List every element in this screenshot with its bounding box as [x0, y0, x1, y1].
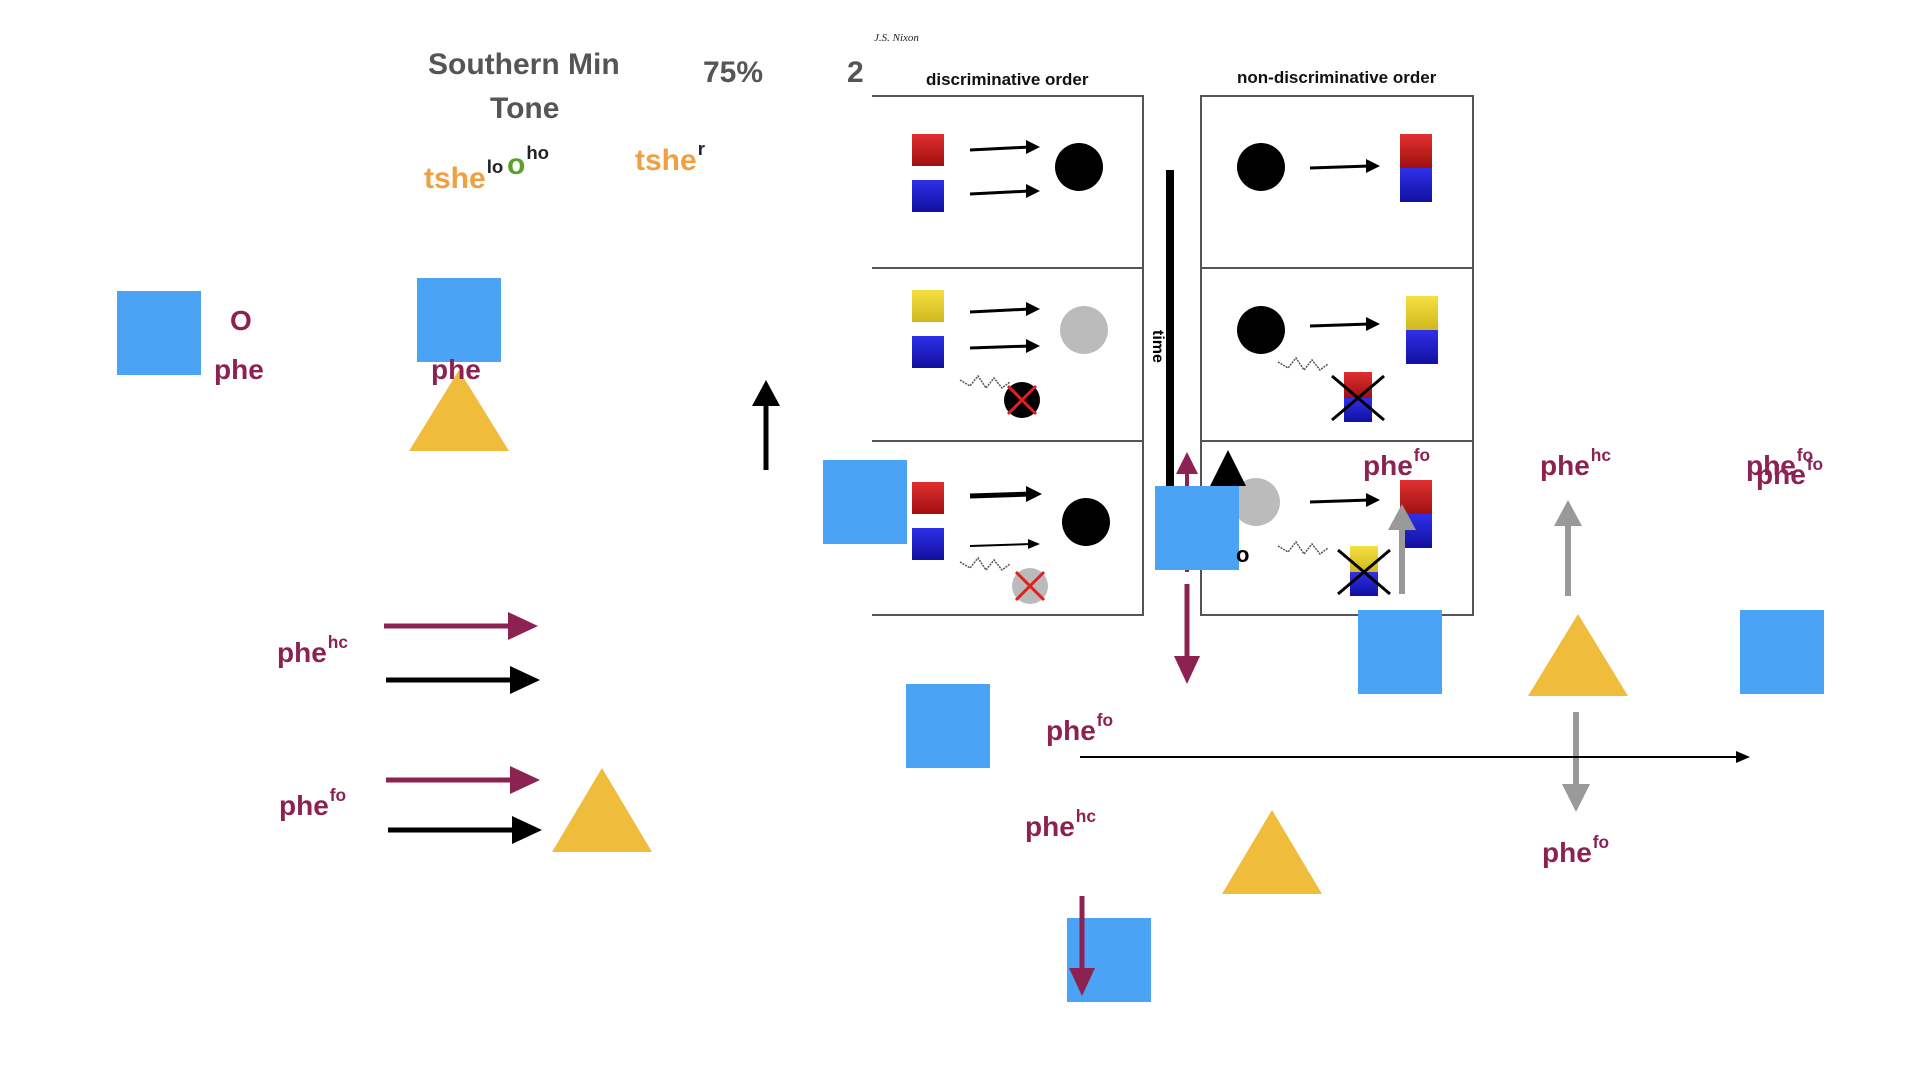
timeline-arrow — [1080, 751, 1750, 763]
phe-fo-far-a-sup: fo — [1796, 445, 1814, 465]
arrow-purple-2 — [386, 766, 540, 794]
phe-fo-far-b: phefo — [1756, 454, 1823, 491]
triangle-3 — [1528, 614, 1628, 696]
down-arrow-purple — [1174, 584, 1200, 684]
cue-square-3 — [823, 460, 907, 544]
phe-fo-far-a: phefo — [1746, 445, 1813, 482]
arrow-black-1 — [386, 666, 540, 694]
phe-fo-far-a-base: phe — [1746, 449, 1796, 481]
up-arrow-black-small — [1210, 450, 1246, 486]
cue-square-1 — [117, 291, 201, 375]
phe-fo-left-base: phe — [279, 789, 329, 821]
tshe-r-base: tshe — [635, 143, 697, 177]
phe-hc-right: phehc — [1540, 445, 1611, 482]
tshe-base: tshe — [424, 161, 486, 195]
percent-label: 75% — [703, 56, 764, 89]
phe-label-2: phe — [431, 354, 481, 385]
phe-hc-mid-base: phe — [1025, 810, 1075, 842]
down-arrow-grey — [1562, 712, 1590, 812]
cue-square-4 — [1155, 486, 1239, 570]
cue-square-6 — [1740, 610, 1824, 694]
phe-hc-right-sup: hc — [1590, 445, 1612, 465]
triangle-2 — [552, 768, 652, 852]
o-sup: ho — [526, 142, 550, 163]
cue-square-2 — [417, 278, 501, 362]
phe-fo-far-b-base: phe — [1756, 458, 1806, 490]
tshe-sup: lo — [486, 156, 504, 177]
arrow-purple-1 — [384, 612, 538, 640]
o-fragment: o — [1236, 542, 1250, 567]
up-arrow-grey-1 — [1388, 504, 1416, 594]
figure-right-header: non-discriminative order — [1237, 68, 1437, 87]
slide-title-line1: Southern Min — [428, 48, 620, 81]
cue-square-7 — [906, 684, 990, 768]
phe-fo-far-b-sup: fo — [1806, 454, 1824, 474]
cue-square-5 — [1358, 610, 1442, 694]
phe-fo-bottom-base: phe — [1542, 836, 1592, 868]
up-arrow-black — [752, 380, 780, 470]
cut-char: 2 — [847, 56, 864, 89]
phe-label-1: phe — [214, 354, 264, 385]
phe-hc-mid-sup: hc — [1075, 806, 1097, 826]
phe-hc-mid: phehc — [1025, 806, 1096, 843]
time-label: time — [1149, 330, 1166, 363]
arrow-black-2 — [388, 816, 542, 844]
phe-fo-mid: phefo — [1046, 710, 1113, 747]
phe-fo-left-sup: fo — [329, 785, 347, 805]
tshe-r-label: tsher — [635, 138, 705, 178]
figure-left-header: discriminative order — [926, 70, 1089, 89]
phe-hc-left-sup: hc — [327, 632, 349, 652]
phe-fo-bottom: phefo — [1542, 832, 1609, 869]
phe-hc-left-base: phe — [277, 636, 327, 668]
tshe-lo-label: tshelo — [424, 156, 503, 196]
o-label: O — [230, 305, 252, 336]
phe-fo-left: phefo — [279, 785, 346, 822]
figure-author: J.S. Nixon — [874, 32, 919, 44]
phe-fo-fig-base: phe — [1363, 449, 1413, 481]
up-arrow-grey-2 — [1554, 500, 1582, 596]
phe-fo-mid-sup: fo — [1096, 710, 1114, 730]
phe-fo-fig-sup: fo — [1413, 445, 1431, 465]
o-base: o — [507, 147, 526, 181]
phe-fo-fig: phefo — [1363, 445, 1430, 482]
phe-hc-left: phehc — [277, 632, 348, 669]
triangle-4 — [1222, 810, 1322, 894]
triangle-1 — [409, 370, 509, 451]
slide-title-line2: Tone — [490, 92, 560, 125]
phe-fo-mid-base: phe — [1046, 714, 1096, 746]
o-ho-label: oho — [507, 142, 549, 182]
down-arrow-purple-2 — [1069, 896, 1095, 996]
phe-fo-bottom-sup: fo — [1592, 832, 1610, 852]
phe-hc-right-base: phe — [1540, 449, 1590, 481]
tshe-r-sup: r — [697, 138, 705, 159]
figure-cue-graphics — [912, 134, 1438, 604]
